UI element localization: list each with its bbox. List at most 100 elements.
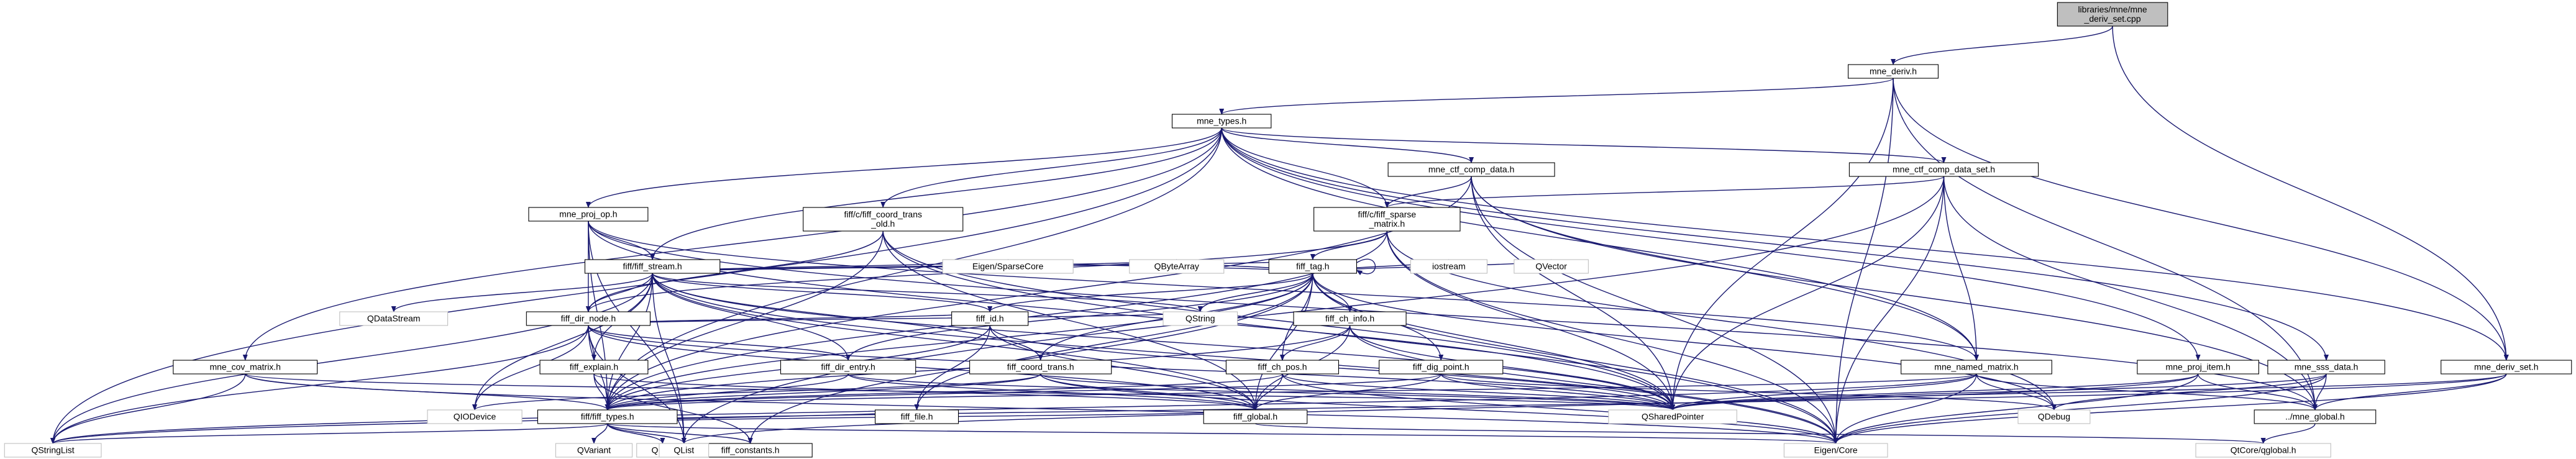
include-edge — [391, 273, 653, 312]
include-edge — [681, 176, 1945, 444]
include-edge — [244, 373, 1838, 444]
node-box — [528, 207, 649, 222]
include-edge — [1893, 78, 2509, 361]
include-edge — [1471, 176, 2318, 411]
node-label: fiff/fiff_stream.h — [623, 261, 682, 271]
include-edge — [1891, 25, 2113, 65]
include-edge — [652, 273, 851, 361]
graph-node-fiff-types-h[interactable]: fiff/fiff_types.h — [537, 409, 678, 424]
graph-node-mne-deriv-set-h[interactable]: mne_deriv_set.h — [2441, 360, 2572, 375]
graph-node-mne-global-h[interactable]: ../mne_global.h — [2254, 409, 2377, 424]
graph-node-fiff-c-coord-trans-old[interactable]: fiff/c/fiff_coord_trans_old.h — [803, 207, 964, 232]
node-label: mne_ctf_comp_data_set.h — [1893, 165, 1995, 175]
graph-node-mne-ctf-comp-data-set-h[interactable]: mne_ctf_comp_data_set.h — [1848, 162, 2039, 177]
graph-node-fiff-id-h[interactable]: fiff_id.h — [951, 311, 1029, 326]
graph-node-fiff-global-h[interactable]: fiff_global.h — [1203, 409, 1308, 424]
graph-node-mne-types-h[interactable]: mne_types.h — [1171, 114, 1272, 129]
include-edge — [2112, 25, 2509, 361]
graph-node-qsharedpointer[interactable]: QSharedPointer — [1608, 409, 1737, 424]
node-label: fiff_tag.h — [1296, 261, 1329, 271]
graph-node-fiff-ch-info-h[interactable]: fiff_ch_info.h — [1293, 311, 1407, 326]
node-box — [969, 360, 1112, 375]
graph-node-qdebug[interactable]: QDebug — [2017, 409, 2091, 424]
include-edge — [588, 325, 851, 361]
include-edge — [244, 373, 1675, 411]
graph-node-mne-proj-item-h[interactable]: mne_proj_item.h — [2137, 360, 2259, 375]
graph-node-fiff-explain-h[interactable]: fiff_explain.h — [539, 360, 649, 375]
graph-node-mne-cov-matrix-h[interactable]: mne_cov_matrix.h — [173, 360, 318, 375]
node-box — [555, 443, 633, 458]
graph-node-fiff-file-h[interactable]: fiff_file.h — [875, 409, 959, 424]
node-box — [1387, 162, 1555, 177]
node-box — [1313, 207, 1461, 232]
graph-node-fiff-tag-h[interactable]: fiff_tag.h — [1268, 259, 1357, 274]
graph-node-qvariant[interactable]: QVariant — [555, 443, 633, 458]
node-box — [539, 360, 649, 375]
include-edge — [652, 273, 1203, 312]
graph-node-fiff-dig-point-h[interactable]: fiff_dig_point.h — [1379, 360, 1504, 375]
graph-node-mne-deriv-h[interactable]: mne_deriv.h — [1848, 64, 1939, 79]
node-label: fiff_file.h — [901, 412, 933, 422]
include-edge — [1282, 373, 1838, 444]
node-label: _matrix.h — [1369, 219, 1405, 229]
include-edge — [605, 373, 1977, 411]
nodes-layer: libraries/mne/mne_deriv_set.cpp mne_deriv… — [4, 2, 2572, 458]
include-edge — [1670, 373, 2507, 411]
graph-node-eigen-sparsecore[interactable]: Eigen/SparseCore — [942, 259, 1074, 274]
graph-node-qtcore-qglobal[interactable]: QtCore/qglobal.h — [2195, 443, 2331, 458]
include-edge — [989, 325, 1258, 411]
graph-node-qstringlist[interactable]: QStringList — [4, 443, 102, 458]
include-edge — [1943, 176, 2318, 411]
graph-node-fiff-dir-node-h[interactable]: fiff_dir_node.h — [526, 311, 651, 326]
include-edge — [50, 423, 608, 444]
graph-node-root[interactable]: libraries/mne/mne_deriv_set.cpp — [2057, 2, 2168, 27]
node-label: mne_types.h — [1197, 116, 1246, 126]
include-edge — [50, 373, 246, 444]
graph-node-mne-sss-data-h[interactable]: mne_sss_data.h — [2267, 360, 2385, 375]
graph-node-fiff-ch-pos-h[interactable]: fiff_ch_pos.h — [1225, 360, 1340, 375]
graph-node-mne-proj-op-h[interactable]: mne_proj_op.h — [528, 207, 649, 222]
node-label: QVector — [1535, 261, 1567, 271]
include-edge — [1833, 78, 1894, 444]
graph-node-fiff-stream-h[interactable]: fiff/fiff_stream.h — [584, 259, 721, 274]
node-label: Eigen/Core — [1814, 445, 1858, 455]
graph-node-qiodevice[interactable]: QIODevice — [427, 409, 523, 424]
graph-node-qbytearray[interactable]: QByteArray — [1129, 259, 1225, 274]
graph-node-fiff-dir-entry-h[interactable]: fiff_dir_entry.h — [780, 360, 916, 375]
node-box — [1129, 259, 1225, 274]
include-edge — [1833, 373, 1977, 444]
include-edge — [652, 273, 687, 444]
graph-node-qlist[interactable]: QList — [659, 443, 710, 458]
node-label: fiff_dir_node.h — [561, 314, 616, 324]
graph-node-qdatastream[interactable]: QDataStream — [339, 311, 449, 326]
node-box — [2137, 360, 2259, 375]
include-edge — [1312, 273, 1838, 444]
graph-node-qstring[interactable]: QString — [1162, 311, 1238, 326]
node-label: mne_deriv_set.h — [2474, 362, 2539, 372]
node-box — [427, 409, 523, 424]
graph-node-fiff-c-sparse-matrix[interactable]: fiff/c/fiff_sparse_matrix.h — [1313, 207, 1461, 232]
graph-node-mne-named-matrix-h[interactable]: mne_named_matrix.h — [1901, 360, 2052, 375]
include-edge — [472, 373, 1041, 411]
include-edge — [1349, 325, 1838, 444]
include-edge — [591, 423, 608, 444]
include-edge — [1670, 176, 1945, 411]
include-edge — [1221, 127, 2509, 361]
graph-node-eigen-core[interactable]: Eigen/Core — [1783, 443, 1888, 458]
node-label: Eigen/SparseCore — [972, 261, 1044, 271]
include-edge — [1221, 127, 1474, 163]
include-edge — [652, 273, 1043, 361]
include-edge — [1670, 373, 2199, 411]
include-edge — [652, 273, 1838, 444]
graph-node-fiff-coord-trans-h[interactable]: fiff_coord_trans.h — [969, 360, 1112, 375]
graph-node-fiff-constants-h[interactable]: fiff_constants.h — [688, 443, 813, 458]
node-label: mne_named_matrix.h — [1934, 362, 2018, 372]
graph-node-qvector[interactable]: QVector — [1514, 259, 1589, 274]
include-edge — [2313, 373, 2507, 411]
node-label: mne_sss_data.h — [2295, 362, 2359, 372]
node-box — [2057, 2, 2168, 27]
graph-node-mne-ctf-comp-data-h[interactable]: mne_ctf_comp_data.h — [1387, 162, 1555, 177]
include-edge — [652, 273, 993, 312]
graph-node-iostream[interactable]: iostream — [1410, 259, 1488, 274]
